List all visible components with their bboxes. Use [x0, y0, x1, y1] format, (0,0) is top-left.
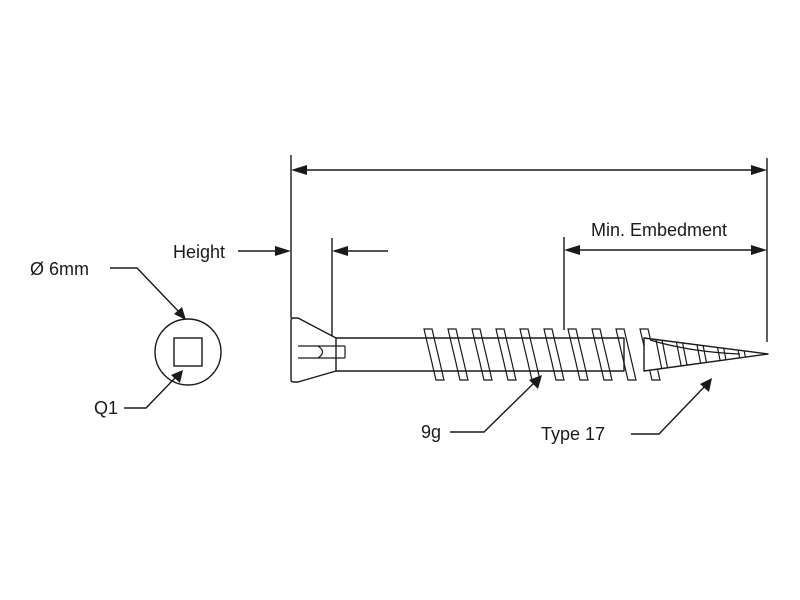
gauge-arrowhead [529, 375, 542, 389]
min-embedment-dimension: Min. Embedment [563, 220, 767, 330]
length-arrowhead-left [291, 165, 307, 175]
embedment-arrowhead-right [751, 245, 767, 255]
drive-diameter-arrowhead [174, 307, 186, 320]
head-recess [298, 345, 346, 359]
thread-crest [615, 328, 637, 381]
point-type-label: Type 17 [541, 424, 605, 444]
thread-crest [567, 328, 589, 381]
gauge-leader [450, 381, 536, 433]
thread-crest [543, 328, 565, 381]
height-arrowhead-left [275, 246, 291, 256]
thread-crest [591, 328, 613, 381]
thread-crest [495, 328, 517, 381]
min-embedment-label: Min. Embedment [591, 220, 727, 240]
height-label: Height [173, 242, 225, 262]
height-dimension: Height [173, 238, 388, 340]
head-end-view [154, 318, 222, 386]
height-arrowhead-right [332, 246, 348, 256]
type17-cut [649, 339, 741, 355]
drive-diameter-leader [110, 267, 182, 315]
drive-type-leader [124, 375, 178, 409]
gauge-callout: 9g [421, 375, 542, 442]
thread-crest [423, 328, 445, 381]
drive-diameter-label: Ø 6mm [30, 259, 89, 279]
length-arrowhead-right [751, 165, 767, 175]
point-type-arrowhead [700, 378, 712, 392]
overall-length-dimension [290, 155, 768, 342]
point-type-callout: Type 17 [541, 378, 712, 444]
screw-head [290, 317, 337, 383]
head-circle [154, 318, 222, 386]
square-drive-recess [173, 337, 203, 367]
tip-thread-crest [673, 338, 691, 371]
screw-threads [423, 328, 661, 381]
drive-diameter-callout: Ø 6mm [30, 259, 186, 320]
point-type-leader [631, 384, 707, 435]
tip-thread-crest [653, 338, 671, 371]
thread-crest [447, 328, 469, 381]
drive-type-label: Q1 [94, 398, 118, 418]
gauge-label: 9g [421, 422, 441, 442]
screw-side-view [290, 317, 769, 383]
thread-crest [471, 328, 493, 381]
drive-type-callout: Q1 [94, 370, 183, 418]
screw-shank [333, 337, 625, 372]
embedment-arrowhead-left [564, 245, 580, 255]
drive-type-arrowhead [171, 370, 183, 383]
